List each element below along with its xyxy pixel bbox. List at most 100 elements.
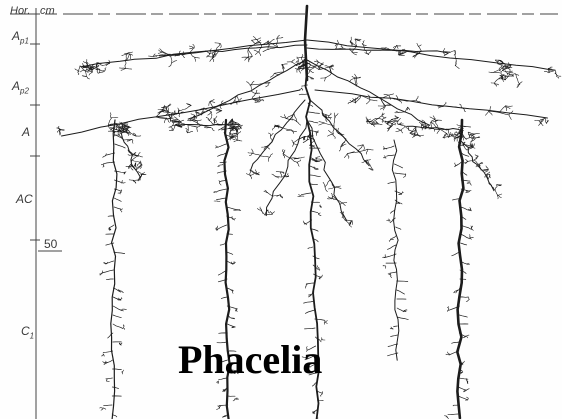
root-twig — [403, 176, 405, 177]
root-twig — [100, 70, 104, 71]
root-twig — [270, 73, 274, 77]
root-twig — [219, 181, 220, 183]
root-twig — [509, 63, 511, 66]
root-lateral — [302, 85, 308, 86]
root-twig — [297, 160, 301, 163]
root-twig — [463, 361, 465, 363]
root-twig — [214, 116, 217, 119]
root-twig — [499, 70, 502, 72]
root-twig — [291, 62, 296, 66]
root-twig — [321, 394, 323, 396]
root-twig — [299, 157, 304, 158]
root-twig — [519, 82, 522, 85]
root-twig — [206, 117, 209, 120]
root-twig — [348, 153, 349, 158]
root-twig — [329, 113, 332, 116]
root-twig — [391, 275, 392, 278]
horizon-label-ac: AC — [16, 193, 33, 210]
root-twig — [421, 125, 424, 126]
root-twig — [99, 273, 102, 274]
root-twig — [303, 221, 304, 223]
root-lateral — [391, 335, 398, 337]
root-lateral — [308, 112, 319, 113]
horizon-label-ap1: Ap1 — [12, 30, 29, 47]
root-twig — [133, 180, 135, 183]
root-lateral — [113, 324, 123, 329]
root-twig — [384, 94, 389, 95]
root-twig — [253, 153, 261, 156]
root-twig — [171, 127, 173, 130]
root-twig — [247, 82, 251, 85]
root-twig — [186, 104, 190, 106]
root-twig — [352, 221, 353, 225]
root-twig — [418, 45, 421, 47]
root-twig — [417, 43, 419, 46]
root-twig — [122, 372, 123, 374]
root-twig — [195, 58, 200, 59]
root-twig — [362, 41, 364, 44]
root-twig — [237, 210, 241, 211]
root-lateral — [304, 301, 315, 303]
root-lateral-arm — [315, 90, 547, 118]
root-twig — [248, 153, 253, 154]
root-twig — [252, 40, 256, 41]
root-twig — [395, 115, 398, 117]
root-lateral — [458, 396, 467, 400]
root-lateral — [299, 94, 308, 95]
root-twig — [233, 399, 235, 401]
root-twig — [250, 170, 251, 176]
root-lateral — [396, 227, 401, 229]
root-twig — [100, 408, 104, 409]
root-twig — [75, 69, 78, 72]
root-twig — [345, 220, 350, 225]
root-lateral — [220, 162, 226, 163]
root-twig — [123, 309, 126, 310]
root-twig — [495, 190, 498, 195]
root-twig — [467, 381, 468, 383]
root-twig — [341, 45, 342, 48]
root-twig — [121, 190, 122, 192]
root-twig — [253, 37, 256, 40]
root-twig — [254, 50, 259, 52]
root-twig — [472, 226, 473, 228]
root-twig — [469, 298, 470, 301]
root-twig — [494, 72, 501, 73]
root-twig — [494, 71, 498, 73]
root-lateral — [305, 310, 314, 313]
root-twig — [234, 140, 238, 142]
root-twig — [338, 133, 346, 139]
root-twig — [350, 78, 355, 81]
root-twig — [231, 138, 235, 139]
root-twig — [450, 51, 455, 53]
root-lateral — [114, 198, 121, 202]
root-twig — [475, 134, 480, 135]
root-twig — [383, 147, 384, 150]
root-twig — [402, 192, 404, 194]
root-twig — [217, 408, 220, 410]
root-twig — [326, 73, 332, 78]
root-twig — [252, 99, 260, 100]
root-lateral — [311, 211, 317, 213]
root-twig — [499, 106, 505, 112]
root-twig — [454, 138, 455, 141]
root-twig — [343, 202, 347, 203]
root-twig — [494, 79, 498, 84]
root-twig — [197, 127, 198, 132]
root-twig — [455, 65, 459, 68]
root-lateral-arm — [251, 100, 305, 170]
root-twig — [220, 164, 223, 165]
root-lateral — [311, 184, 318, 185]
root-twig — [148, 56, 153, 57]
root-twig — [251, 91, 255, 93]
root-twig — [105, 154, 106, 156]
root-lateral — [115, 144, 125, 148]
root-twig — [158, 52, 163, 53]
root-lateral — [104, 405, 113, 406]
root-lateral — [310, 166, 315, 169]
root-twig — [455, 163, 456, 165]
root-twig — [370, 122, 375, 123]
root-twig — [249, 153, 253, 155]
root-twig — [272, 212, 275, 215]
root-twig — [400, 130, 402, 133]
